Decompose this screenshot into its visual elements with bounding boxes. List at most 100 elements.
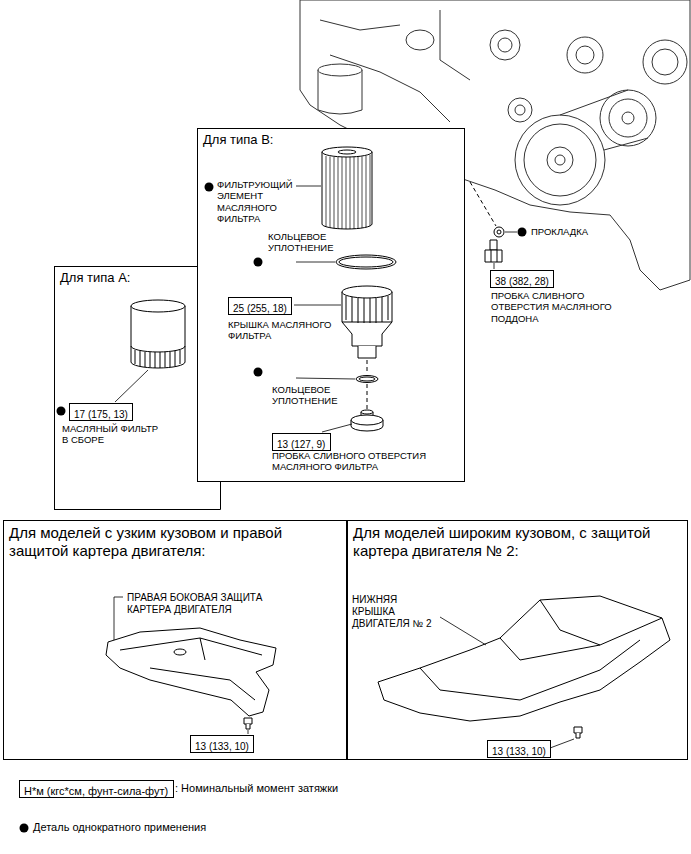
engine-drawing bbox=[524, 124, 596, 196]
engine-drawing bbox=[318, 70, 362, 114]
filter-cap-drawing bbox=[358, 346, 376, 358]
legend-text: : Номинальный момент затяжки bbox=[175, 782, 338, 795]
under-cover-drawing bbox=[378, 596, 670, 721]
engine-drawing bbox=[318, 64, 362, 76]
engine-drawing bbox=[406, 30, 434, 50]
leader-line bbox=[296, 262, 335, 263]
single-use-dot bbox=[254, 258, 263, 267]
part-name: ПРОБКА СЛИВНОГО ОТВЕРСТИЯ МАСЛЯНОГО ФИЛЬ… bbox=[272, 450, 444, 473]
side-shield-drawing bbox=[120, 638, 262, 700]
filter-drain-plug-drawing bbox=[351, 410, 383, 431]
bolt-drawing bbox=[576, 733, 580, 738]
torque-value-box: 13 (127, 9) bbox=[272, 433, 331, 451]
engine-drawing bbox=[560, 90, 648, 150]
filter-element-drawing bbox=[326, 155, 370, 229]
drain-plug-drawing bbox=[494, 227, 504, 237]
single-use-dot bbox=[518, 228, 527, 237]
torque-value: 13 (133, 10) bbox=[488, 744, 550, 760]
type-panel: Для типа A: 17 (175, 13) bbox=[54, 266, 197, 510]
drain-plug-drawing bbox=[497, 230, 501, 234]
under-cover-drawing bbox=[420, 600, 662, 700]
engine-drawing bbox=[609, 99, 647, 137]
single-use-dot bbox=[254, 368, 263, 377]
leader-line bbox=[322, 424, 352, 432]
filter-element-drawing bbox=[322, 147, 372, 157]
engine-drawing bbox=[576, 46, 594, 64]
oil-filter-drawing bbox=[131, 300, 185, 312]
engine-drawing bbox=[498, 38, 512, 52]
leader-line bbox=[248, 730, 249, 734]
side-shield-drawing bbox=[174, 649, 186, 655]
engine-drawing bbox=[515, 115, 605, 205]
filter-element-drawing bbox=[338, 150, 356, 154]
dashed-leader bbox=[470, 182, 496, 226]
leader-line bbox=[550, 739, 574, 748]
leader-line bbox=[440, 617, 486, 645]
part-name: МАСЛЯНЫЙ ФИЛЬТР В СБОРЕ bbox=[62, 423, 162, 446]
variant-panel: Для моделей с узким кузовом и правой защ… bbox=[3, 520, 347, 760]
leader-line bbox=[114, 597, 123, 640]
filter-cap-drawing bbox=[342, 296, 392, 323]
filter-cap-drawing bbox=[342, 286, 392, 298]
torque-value: Н*м (кгс*см, фунт-сила-фут) bbox=[20, 783, 172, 799]
filter-cap-drawing bbox=[342, 286, 392, 358]
torque-value-box: 13 (133, 10) bbox=[487, 740, 551, 758]
leader-line bbox=[505, 232, 517, 233]
single-use-dot bbox=[20, 824, 29, 833]
variant-panel: Для моделей широким кузовом, с защитой к… bbox=[347, 520, 688, 760]
part-name: НИЖНЯЯ КРЫШКА ДВИГАТЕЛЯ № 2 bbox=[352, 594, 438, 630]
legend-torque-box: Н*м (кгс*см, фунт-сила-фут) bbox=[19, 780, 174, 798]
oil-filter-drawing bbox=[131, 306, 185, 368]
part-name: ФИЛЬТРУЮЩИЙ ЭЛЕМЕНТ МАСЛЯНОГО ФИЛЬТРА bbox=[217, 179, 293, 225]
torque-value: 38 (382, 28) bbox=[491, 274, 553, 290]
leader-line bbox=[296, 378, 355, 379]
filter-element-drawing bbox=[322, 152, 372, 229]
leader-line bbox=[296, 186, 321, 187]
frame-border bbox=[197, 482, 221, 510]
dashed-leader bbox=[367, 360, 368, 411]
part-name: ПРОБКА СЛИВНОГО ОТВЕРСТИЯ МАСЛЯНОГО ПОДД… bbox=[491, 290, 621, 324]
torque-value: 17 (175, 13) bbox=[70, 407, 132, 423]
torque-value-box: 13 (133, 10) bbox=[190, 735, 254, 753]
drain-plug-drawing bbox=[485, 250, 502, 262]
o-ring-drawing bbox=[356, 376, 378, 383]
frame-border bbox=[197, 482, 221, 510]
bolt-drawing bbox=[246, 724, 250, 729]
part-name: КРЫШКА МАСЛЯНОГО ФИЛЬТРА bbox=[228, 319, 340, 342]
torque-value-box: 25 (255, 18) bbox=[228, 297, 292, 315]
drain-plug-drawing bbox=[490, 240, 497, 250]
panel-heading: Для моделей широким кузовом, с защитой к… bbox=[353, 524, 653, 560]
engine-drawing bbox=[643, 40, 687, 84]
part-name: КОЛЬЦЕВОЕ УПЛОТНЕНИЕ bbox=[272, 384, 348, 407]
engine-drawing bbox=[515, 105, 525, 115]
torque-value: 13 (133, 10) bbox=[191, 739, 253, 755]
o-ring-drawing bbox=[339, 257, 393, 267]
engine-drawing bbox=[555, 155, 565, 165]
leader-line bbox=[115, 370, 148, 402]
torque-value-box: 38 (382, 28) bbox=[490, 270, 554, 288]
side-shield-drawing bbox=[106, 628, 276, 716]
engine-drawing bbox=[567, 37, 603, 73]
bolt-drawing bbox=[244, 718, 252, 724]
side-shield-drawing bbox=[106, 628, 276, 716]
bolt-drawing bbox=[244, 718, 582, 738]
drain-plug-drawing bbox=[485, 227, 504, 262]
part-name: КОЛЬЦЕВОЕ УПЛОТНЕНИЕ bbox=[268, 231, 344, 254]
torque-value-box: 17 (175, 13) bbox=[69, 403, 133, 421]
filter-element-drawing bbox=[322, 147, 372, 229]
o-ring-drawing bbox=[336, 255, 396, 269]
leader-line bbox=[114, 186, 574, 748]
under-cover-drawing bbox=[378, 596, 670, 721]
single-use-dot bbox=[205, 183, 214, 192]
filter-drain-plug-drawing bbox=[351, 415, 383, 425]
filter-cap-drawing bbox=[342, 292, 392, 346]
engine-drawing bbox=[508, 98, 532, 122]
engine-drawing bbox=[300, 0, 690, 290]
bolt-drawing bbox=[574, 727, 582, 733]
legend-text: Деталь однократного применения bbox=[33, 821, 206, 834]
o-ring-drawing bbox=[359, 377, 375, 381]
panel-heading: Для типа A: bbox=[60, 270, 132, 286]
drain-plug-drawing bbox=[491, 250, 497, 262]
